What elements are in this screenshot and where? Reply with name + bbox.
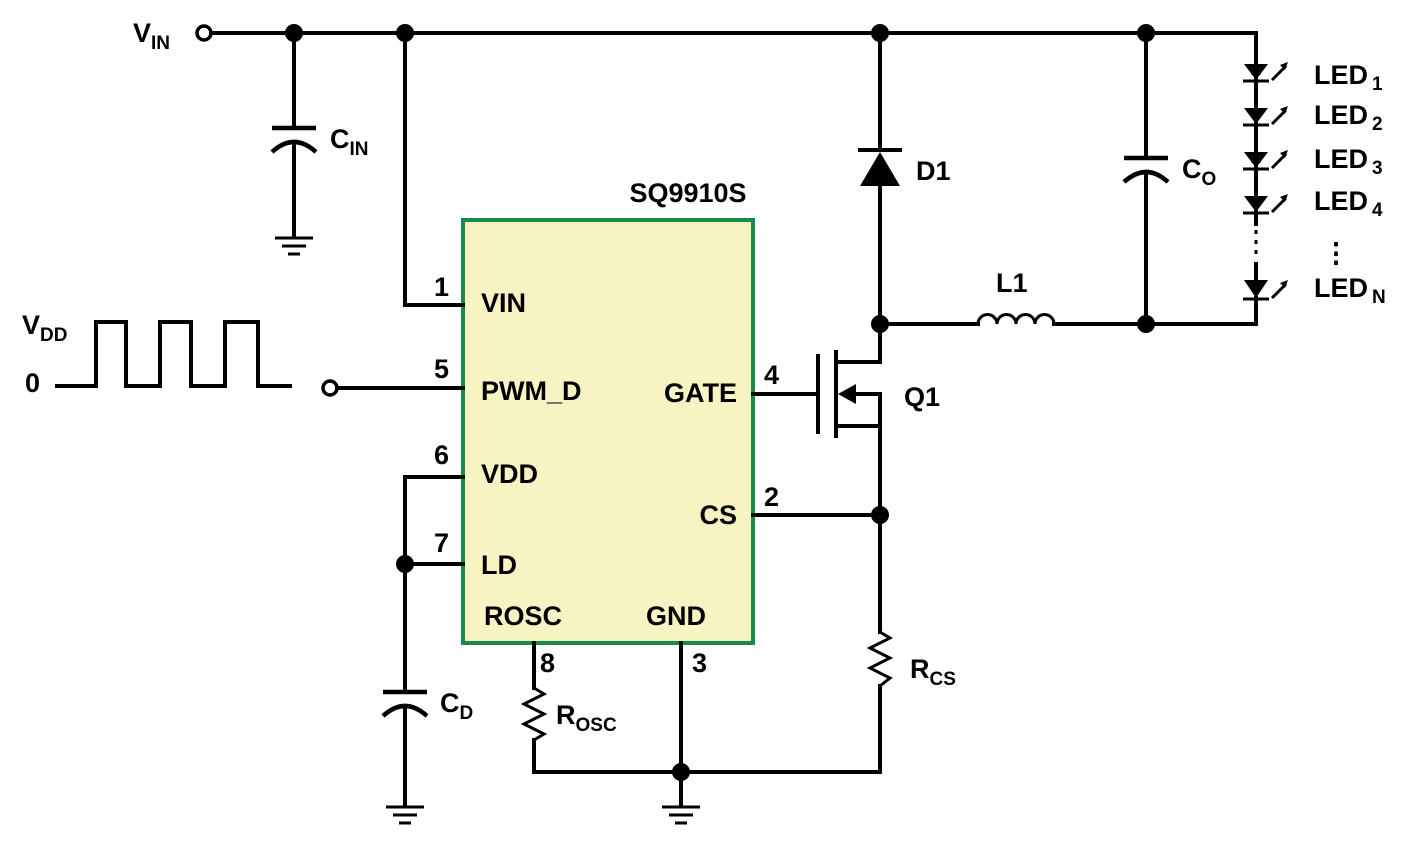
q1-label: Q1: [904, 382, 940, 412]
rosc-label: ROSC: [556, 700, 617, 736]
pin-label-vin: VIN: [481, 288, 526, 318]
pwm-terminal: [321, 379, 339, 397]
vin-rail: VIN: [133, 18, 1258, 64]
pin-number-7: 7: [434, 528, 449, 558]
resistor-rcs: RCS: [751, 424, 956, 774]
ground-symbol: [386, 805, 424, 825]
pin-number-4: 4: [764, 360, 779, 390]
pin-label-pwm: PWM_D: [481, 376, 582, 406]
pin-number-3: 3: [692, 648, 707, 678]
pwm-signal: VDD 0: [22, 310, 465, 398]
sq9910s-ic: SQ9910S VIN PWM_D VDD LD ROSC GND GATE C…: [434, 178, 779, 678]
led-3: [1243, 150, 1288, 171]
ground-symbol: [275, 236, 313, 256]
pin-number-8: 8: [540, 648, 555, 678]
pwm-high-label: VDD: [22, 310, 67, 346]
pwm-low-label: 0: [25, 368, 40, 398]
cd-label: CD: [440, 688, 473, 724]
pin-label-rosc: ROSC: [484, 601, 562, 631]
capacitor-co: CO: [1122, 31, 1216, 326]
capacitor-cin: CIN: [270, 31, 369, 256]
pin-number-1: 1: [434, 272, 449, 302]
wire-vin-pin1: [403, 31, 465, 307]
vin-terminal: [195, 24, 213, 42]
pin-label-cs: CS: [699, 500, 737, 530]
capacitor-cd-network: CD: [381, 475, 473, 825]
led-n: [1243, 280, 1288, 301]
inductor-l1: L1: [878, 268, 1258, 333]
d1-label: D1: [916, 156, 951, 186]
led-ellipsis: ⋮: [1323, 238, 1350, 268]
gnd-connection: [662, 641, 700, 825]
pin-label-vdd: VDD: [481, 459, 538, 489]
co-label: CO: [1182, 154, 1216, 190]
rcs-label: RCS: [910, 654, 956, 690]
junction-dot: [396, 555, 414, 573]
junction-dot: [871, 506, 889, 524]
resistor-rosc: ROSC: [520, 641, 882, 774]
led-2: [1243, 106, 1288, 127]
led-1: [1243, 62, 1288, 83]
cin-label: CIN: [330, 124, 369, 160]
l1-label: L1: [996, 268, 1028, 298]
vin-label: VIN: [133, 18, 170, 54]
pin-number-5: 5: [434, 354, 449, 384]
ground-symbol: [662, 805, 700, 825]
mosfet-q1: Q1: [751, 350, 940, 438]
pin-label-gate: GATE: [664, 378, 737, 408]
pin-number-2: 2: [764, 482, 779, 512]
led-4: [1243, 194, 1288, 215]
junction-dot: [672, 763, 690, 781]
pin-label-ld: LD: [481, 550, 517, 580]
diode-d1: D1: [858, 31, 951, 364]
pin-number-6: 6: [434, 440, 449, 470]
pin-label-gnd: GND: [646, 601, 706, 631]
ic-body: [461, 218, 755, 645]
ic-name: SQ9910S: [629, 178, 746, 208]
